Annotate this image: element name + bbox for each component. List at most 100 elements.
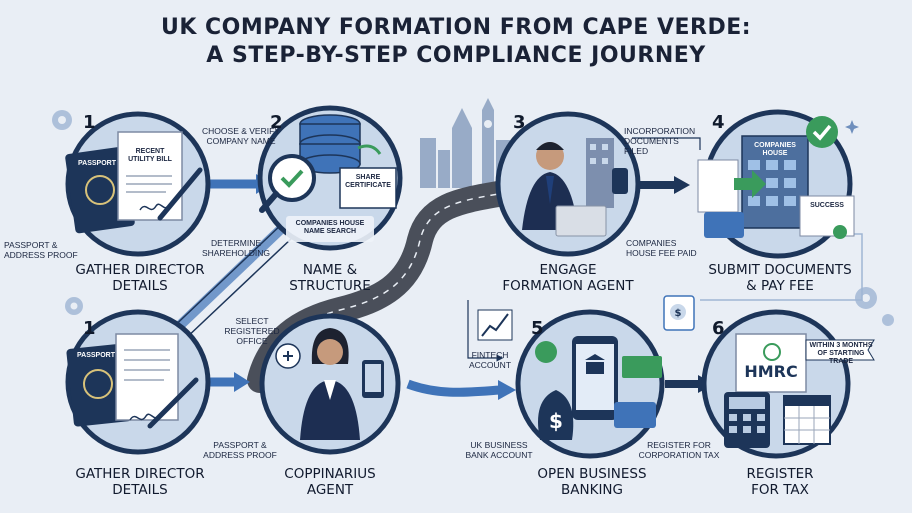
step-3-illustration bbox=[495, 111, 641, 257]
note-line: HOUSE bbox=[762, 150, 788, 157]
step-label-line: ENGAGE bbox=[539, 262, 597, 278]
page-title-line-1: UK COMPANY FORMATION FROM CAPE VERDE: bbox=[160, 15, 752, 40]
step-note: PASSPORT & ADDRESS PROOF bbox=[200, 440, 280, 460]
note-line: OFFICE bbox=[236, 336, 268, 346]
step-label: COPPINARIUS AGENT bbox=[255, 466, 405, 498]
note-line: ADDRESS PROOF bbox=[4, 250, 78, 260]
step-number: 5 bbox=[531, 318, 544, 339]
step-label-line: STRUCTURE bbox=[289, 278, 371, 294]
note-line: COMPANIES bbox=[626, 238, 677, 248]
page-title: UK COMPANY FORMATION FROM CAPE VERDE: A … bbox=[0, 14, 912, 70]
step-note: CHOOSE & VERIFY COMPANY NAME bbox=[196, 126, 286, 146]
note-line: NAME SEARCH bbox=[303, 228, 357, 235]
step-number: 1 bbox=[83, 318, 96, 339]
note-line: COMPANY NAME bbox=[206, 136, 276, 146]
agent-illustration bbox=[259, 313, 401, 455]
note-line: HOUSE FEE PAID bbox=[626, 248, 697, 258]
note-line: BANK ACCOUNT bbox=[465, 450, 533, 460]
hmrc-label: HMRC bbox=[744, 362, 798, 381]
svg-text:$: $ bbox=[549, 409, 563, 433]
note-line: COMPANIES HOUSE bbox=[295, 220, 365, 227]
step-5-illustration: $ bbox=[477, 309, 665, 459]
utility-bill-label: RECENT UTILITY BILL bbox=[118, 148, 182, 164]
passport-label: PASSPORT bbox=[77, 352, 115, 359]
note-line: CORPORATION TAX bbox=[638, 450, 720, 460]
step-label-line: COPPINARIUS bbox=[284, 466, 376, 482]
step-2-illustration bbox=[257, 105, 403, 251]
step-note: SELECT REGISTERED OFFICE bbox=[222, 316, 282, 346]
step-label-line: REGISTER bbox=[746, 466, 814, 482]
note-line: ADDRESS PROOF bbox=[203, 450, 277, 460]
step-note: PASSPORT & ADDRESS PROOF bbox=[4, 240, 92, 260]
note-line: INCORPORATION bbox=[624, 126, 696, 136]
step-label-line: & PAY FEE bbox=[746, 278, 814, 294]
step-label-line: NAME & bbox=[302, 262, 358, 278]
note-line: PASSPORT & bbox=[213, 440, 267, 450]
note-line: SHAREHOLDING bbox=[201, 248, 270, 258]
step-4-illustration bbox=[697, 109, 855, 259]
note-line: UTILITY BILL bbox=[128, 156, 172, 163]
note-line: REGISTERED bbox=[224, 326, 280, 336]
note-line: UK BUSINESS bbox=[470, 440, 528, 450]
page-title-line-2: A STEP-BY-STEP COMPLIANCE JOURNEY bbox=[206, 43, 706, 68]
note-line: PASSPORT & bbox=[4, 240, 58, 250]
step-1-illustration bbox=[65, 111, 211, 257]
note-line: CERTIFICATE bbox=[345, 182, 391, 189]
note-line: DETERMINE bbox=[210, 238, 262, 248]
note-line: DOCUMENTS bbox=[624, 136, 679, 146]
note-line: CHOOSE & VERIFY bbox=[202, 126, 280, 136]
step-label-line: AGENT bbox=[306, 482, 354, 498]
step-label: SUBMIT DOCUMENTS & PAY FEE bbox=[690, 262, 870, 294]
note-line: REGISTER FOR bbox=[647, 440, 711, 450]
payment-card-icon: $ bbox=[663, 295, 695, 331]
step-number: 2 bbox=[270, 112, 283, 133]
step-label-line: GATHER DIRECTOR bbox=[75, 466, 205, 482]
sparkle-icon bbox=[845, 120, 859, 134]
step-label-line: BANKING bbox=[561, 482, 623, 498]
step-label-line: DETAILS bbox=[112, 278, 168, 294]
note-line: WITHIN 3 MONTHS bbox=[809, 342, 873, 349]
step-label-line: GATHER DIRECTOR bbox=[75, 262, 205, 278]
note-line: FILED bbox=[624, 146, 649, 156]
step-note: REGISTER FOR CORPORATION TAX bbox=[636, 440, 722, 460]
step-1b-illustration bbox=[65, 309, 211, 455]
step-note: COMPANIES HOUSE FEE PAID bbox=[626, 238, 716, 258]
passport-label: PASSPORT bbox=[78, 160, 116, 167]
success-label: SUCCESS bbox=[810, 202, 844, 209]
name-search-label: COMPANIES HOUSE NAME SEARCH bbox=[286, 220, 374, 236]
step-6-illustration bbox=[701, 309, 875, 459]
step-label-line: FORMATION AGENT bbox=[502, 278, 634, 294]
deadline-tag: WITHIN 3 MONTHS OF STARTING TRADE bbox=[808, 342, 874, 366]
step-label: NAME & STRUCTURE bbox=[260, 262, 400, 294]
step-note: DETERMINE SHAREHOLDING bbox=[196, 238, 276, 258]
step-label: REGISTER FOR TAX bbox=[720, 466, 840, 498]
step-label-line: SUBMIT DOCUMENTS bbox=[708, 262, 852, 278]
step-label-line: DETAILS bbox=[112, 482, 168, 498]
step-label-line: FOR TAX bbox=[751, 482, 809, 498]
note-line: SHARE bbox=[355, 174, 381, 181]
step-label: GATHER DIRECTOR DETAILS bbox=[40, 466, 240, 498]
share-certificate-label: SHARE CERTIFICATE bbox=[342, 174, 394, 190]
step-label: OPEN BUSINESS BANKING bbox=[502, 466, 682, 498]
note-line: ACCOUNT bbox=[468, 360, 512, 370]
step-label: GATHER DIRECTOR DETAILS bbox=[40, 262, 240, 294]
step-note: UK BUSINESS BANK ACCOUNT bbox=[464, 440, 534, 460]
step-label: ENGAGE FORMATION AGENT bbox=[478, 262, 658, 294]
connector-band bbox=[171, 226, 284, 334]
svg-text:$: $ bbox=[675, 308, 682, 319]
note-line: OF STARTING TRADE bbox=[817, 350, 865, 365]
step-number: 1 bbox=[83, 112, 96, 133]
step-label-line: OPEN BUSINESS bbox=[537, 466, 647, 482]
companies-house-label: COMPANIES HOUSE bbox=[742, 142, 808, 158]
note-line: FINTECH bbox=[471, 350, 509, 360]
note-line: COMPANIES bbox=[754, 142, 796, 149]
note-line: SELECT bbox=[235, 316, 269, 326]
step-number: 4 bbox=[712, 112, 725, 133]
gear-icon bbox=[52, 110, 894, 326]
step-number: 6 bbox=[712, 318, 725, 339]
step-note: INCORPORATION DOCUMENTS FILED bbox=[624, 126, 708, 156]
step-note: FINTECH ACCOUNT bbox=[462, 350, 518, 370]
note-line: RECENT bbox=[135, 148, 165, 155]
step-number: 3 bbox=[513, 112, 526, 133]
